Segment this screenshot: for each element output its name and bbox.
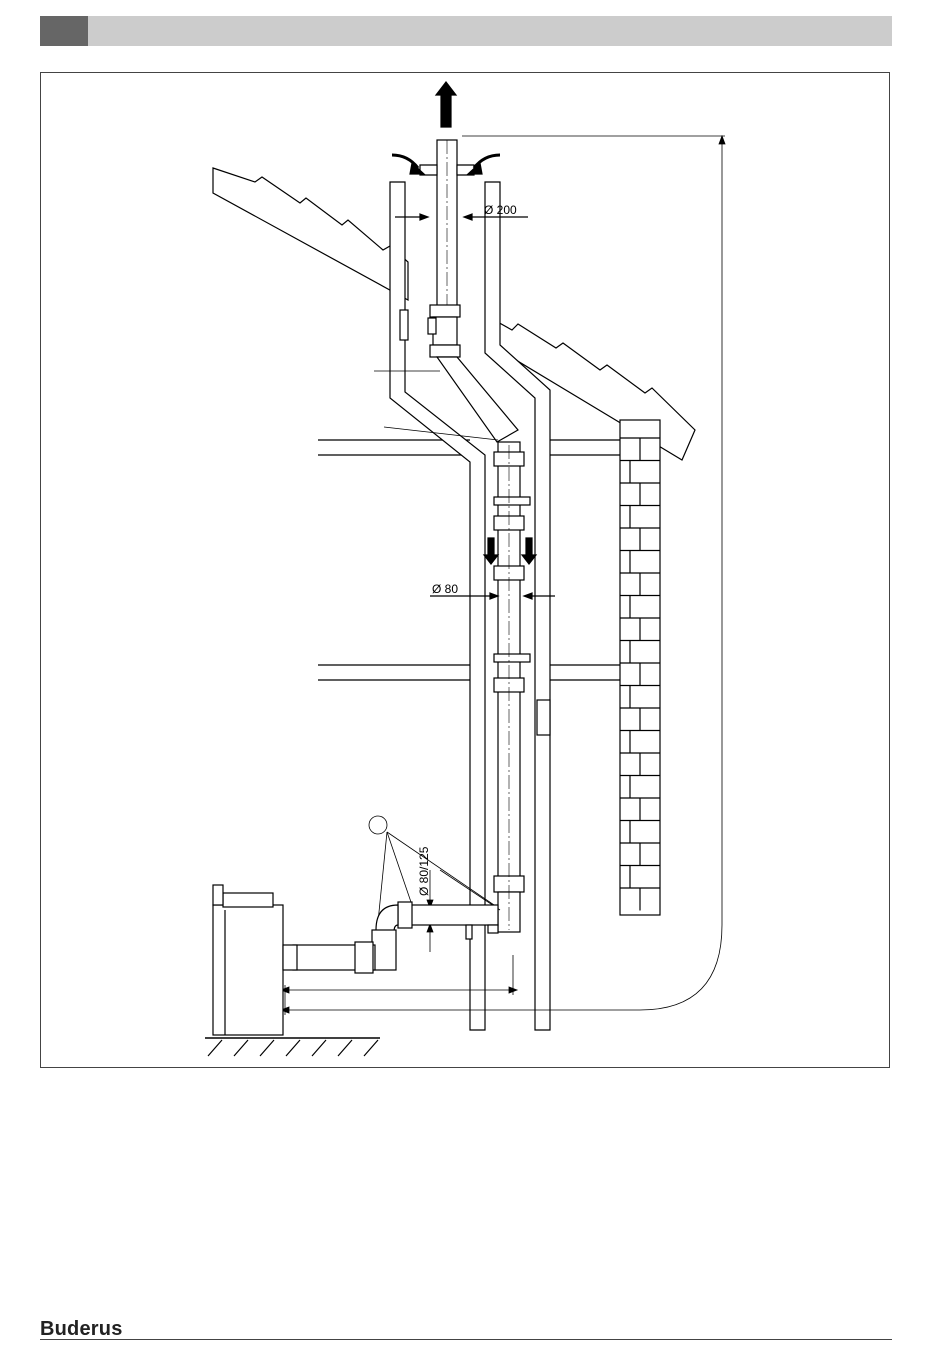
concentric-pipe: [293, 902, 498, 973]
chimney-shaft: [390, 182, 550, 1030]
label-dia-80-125: Ø 80/125: [417, 846, 431, 896]
roof-left: [213, 168, 408, 300]
label-dia-80: Ø 80: [432, 582, 458, 596]
label-dia-200: Ø 200: [484, 203, 517, 217]
boiler: [213, 885, 297, 1035]
brand-logo: Buderus: [40, 1318, 123, 1341]
ground: [205, 1038, 380, 1056]
brick-wall: [620, 420, 660, 915]
roof-right: [486, 316, 695, 460]
floor-slabs: [318, 440, 620, 680]
footer-rule: [40, 1339, 892, 1340]
flue-pipe: [400, 140, 530, 932]
exhaust-arrow: [436, 82, 456, 127]
